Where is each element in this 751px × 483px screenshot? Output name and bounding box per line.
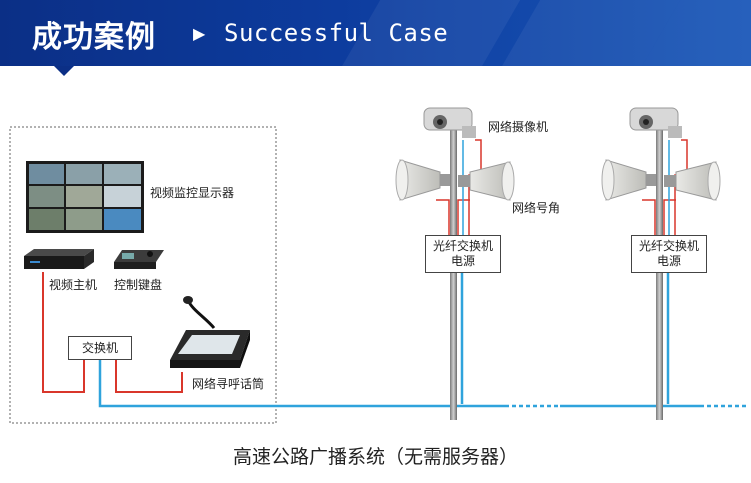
control-keyboard-device <box>114 250 164 269</box>
camera-label: 网络摄像机 <box>488 120 549 134</box>
red-wires <box>42 272 183 393</box>
diagram-caption: 高速公路广播系统（无需服务器） <box>232 446 518 468</box>
banner-subtitle: Successful Case <box>224 19 449 47</box>
horn-speaker-2-left <box>601 159 656 201</box>
blue-fiber-line <box>98 358 748 408</box>
camera-2 <box>629 107 682 138</box>
banner-title: 成功案例 <box>32 20 156 55</box>
switch-label: 交换机 <box>81 341 118 355</box>
fiber-switch-box-1: 光纤交换机 电源 <box>425 235 501 273</box>
horn-speaker-1-left <box>395 159 450 201</box>
keyboard-label: 控制键盘 <box>114 278 163 292</box>
camera-1 <box>423 107 476 138</box>
control-room-frame <box>9 126 277 424</box>
fiber-switch-label: 光纤交换机 <box>638 239 699 253</box>
paging-mic-label: 网络寻呼话筒 <box>192 377 265 391</box>
horn-speaker-2-right <box>664 161 721 201</box>
fiber-switch-label: 光纤交换机 <box>432 239 493 253</box>
video-wall-monitor <box>26 161 144 233</box>
banner-notch <box>54 66 74 76</box>
monitor-label: 视频监控显示器 <box>150 186 235 200</box>
horn-speaker-1-right <box>458 161 515 201</box>
play-arrow-icon: ▶ <box>193 24 206 43</box>
horn-label: 网络号角 <box>512 201 561 215</box>
video-host-label: 视频主机 <box>49 278 98 292</box>
video-host-device <box>24 249 94 269</box>
power-label: 电源 <box>656 254 681 268</box>
fiber-switch-box-2: 光纤交换机 电源 <box>631 235 707 273</box>
paging-microphone-device <box>170 296 250 368</box>
header-banner: 成功案例 ▶ Successful Case <box>0 0 751 66</box>
network-switch-box: 交换机 <box>68 336 132 360</box>
power-label: 电源 <box>450 254 475 268</box>
